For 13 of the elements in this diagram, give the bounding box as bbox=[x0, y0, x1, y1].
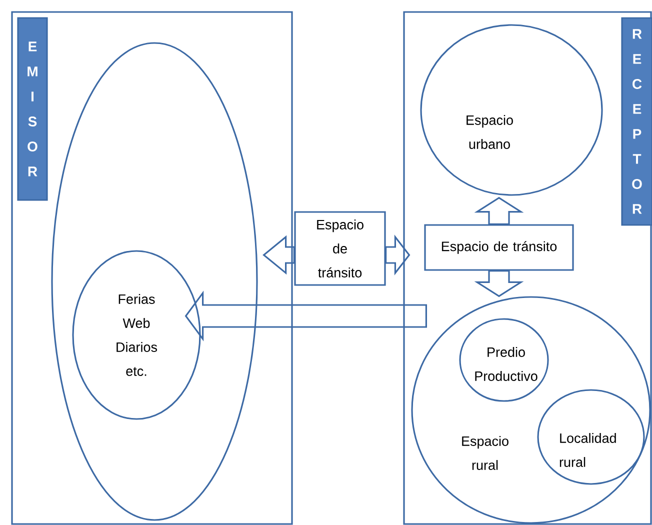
block-arrow bbox=[474, 270, 524, 298]
transit-box: Espacio de tránsito bbox=[294, 211, 386, 286]
vertical-label-bar: R E C E P T O R bbox=[621, 17, 652, 226]
block-arrow bbox=[385, 234, 410, 276]
block-arrow bbox=[262, 235, 295, 275]
panel-frame bbox=[11, 11, 293, 525]
panel-frame bbox=[403, 11, 652, 525]
block-arrow bbox=[474, 196, 524, 225]
transit-box: Espacio de tránsito bbox=[424, 224, 574, 271]
vertical-label-bar: E M I S O R bbox=[17, 17, 48, 201]
oval bbox=[51, 42, 258, 521]
block-arrow bbox=[184, 290, 427, 342]
oval: Ferias Web Diarios etc. bbox=[72, 250, 201, 420]
